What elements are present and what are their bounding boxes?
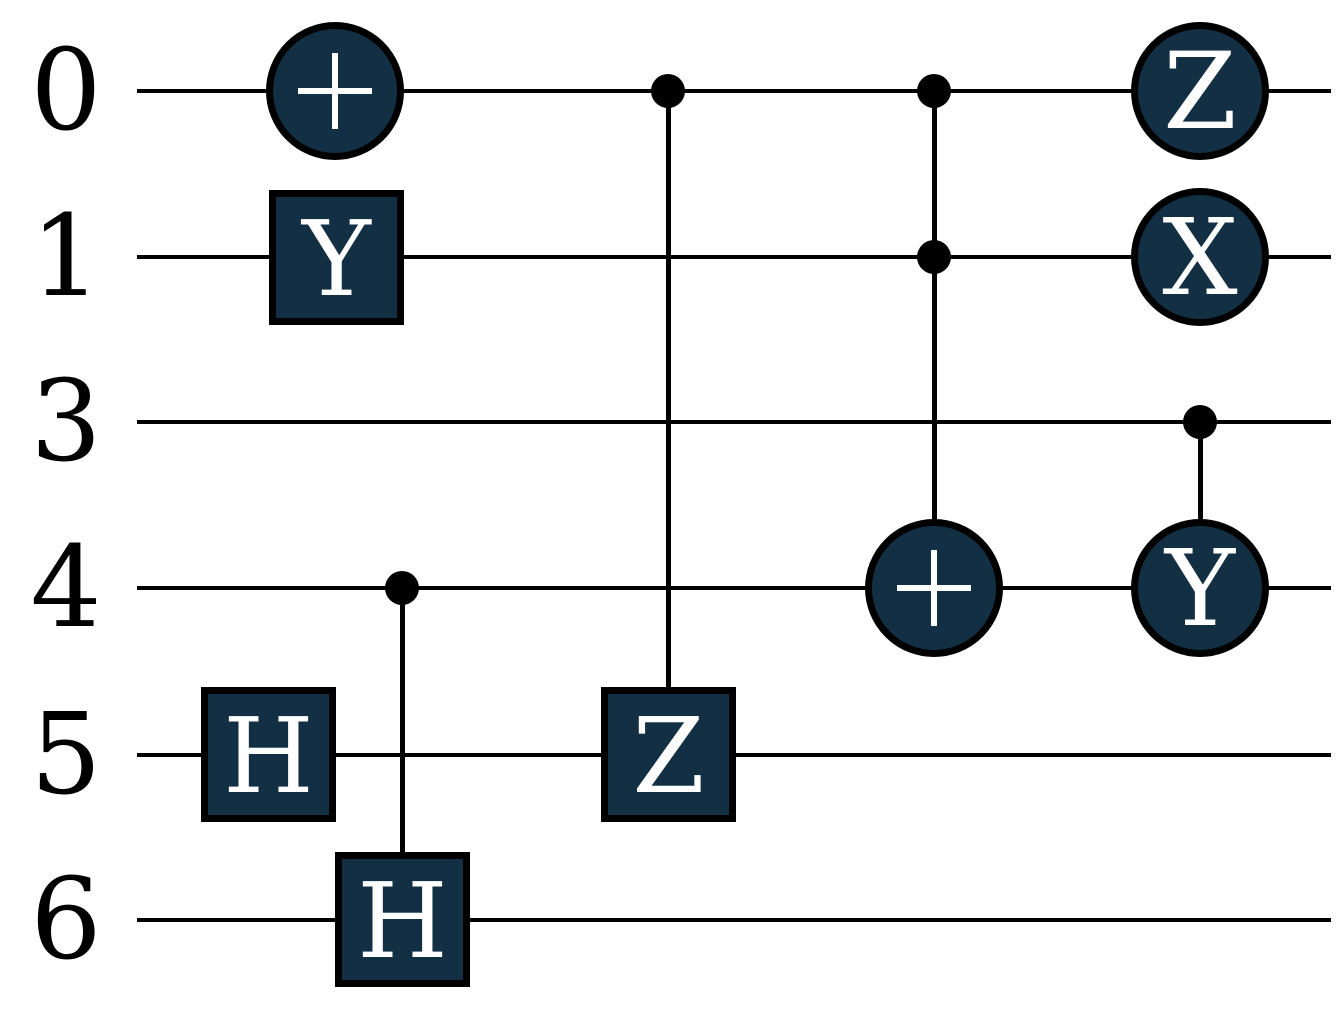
control-dot-wire1 [917, 240, 951, 274]
control-dot-wire0 [917, 74, 951, 108]
x-gate-wire1: X [1131, 188, 1269, 326]
wire-label-5: 5 [30, 690, 102, 820]
qubit-wire-6 [137, 918, 1331, 922]
z-gate-wire5: Z [601, 687, 736, 822]
plus-icon [332, 53, 338, 129]
gate-label: Z [632, 694, 705, 817]
gate-label: X [1162, 196, 1238, 319]
gate-label: H [357, 859, 448, 982]
qubit-wire-4 [137, 586, 1331, 590]
qubit-wire-1 [137, 255, 1331, 259]
h-gate-wire6: H [335, 852, 470, 987]
control-dot-wire4 [385, 571, 419, 605]
gate-label: Z [1163, 30, 1237, 153]
wire-label-4: 4 [30, 523, 102, 653]
connector-ctrl3-y4 [1198, 422, 1203, 588]
gate-label: H [223, 694, 314, 817]
wire-label-3: 3 [30, 357, 102, 487]
gate-label: Y [302, 197, 371, 320]
gate-label: Y [1165, 527, 1235, 650]
wire-label-0: 0 [30, 26, 102, 156]
control-dot-wire0 [651, 74, 685, 108]
wire-label-1: 1 [30, 192, 102, 322]
not-target-gate-wire0: + [266, 22, 404, 160]
control-dot-wire3 [1183, 405, 1217, 439]
h-gate-wire5: H [201, 687, 336, 822]
qubit-wire-0 [137, 89, 1331, 93]
plus-icon [931, 550, 937, 626]
qubit-wire-3 [137, 420, 1331, 424]
connector-ctrl4-h6 [400, 588, 405, 920]
y-gate-wire4: Y [1131, 519, 1269, 657]
connector-ctrl0-z5 [666, 91, 671, 755]
connector-ctrl01-x4 [932, 91, 937, 588]
z-gate-wire0: Z [1131, 22, 1269, 160]
y-gate-wire1: Y [269, 190, 404, 325]
wire-label-6: 6 [30, 855, 102, 985]
not-target-gate-wire4: + [865, 519, 1003, 657]
